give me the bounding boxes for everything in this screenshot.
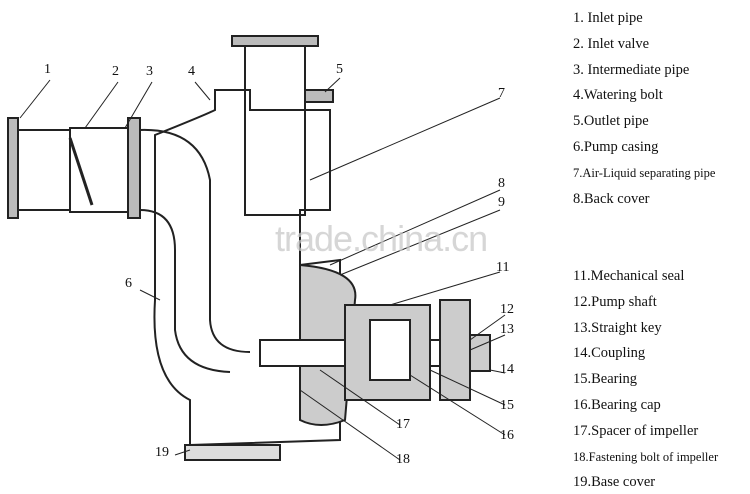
legend-item: 6.Pump casing [573, 138, 659, 155]
legend-item: 7.Air-Liquid separating pipe [573, 165, 716, 180]
callout-13: 13 [500, 322, 514, 337]
legend-item: 4.Watering bolt [573, 87, 663, 104]
callout-1: 1 [44, 62, 51, 77]
legend-item: 17.Spacer of impeller [573, 422, 699, 439]
intermediate-pipe [139, 128, 251, 353]
outlet-pipe [244, 39, 306, 216]
callout-2: 2 [112, 64, 119, 79]
callout-3: 3 [146, 64, 153, 79]
callout-19: 19 [155, 445, 169, 460]
callout-4: 4 [188, 64, 195, 79]
legend-item: 18.Fastening bolt of impeller [573, 449, 719, 464]
parts-legend: 1. Inlet pipe 2. Inlet valve 3. Intermed… [573, 7, 750, 494]
legend-item: 14.Coupling [573, 345, 646, 362]
callout-5: 5 [336, 62, 343, 77]
legend-item: 1. Inlet pipe [573, 10, 643, 26]
callout-8: 8 [498, 176, 505, 191]
legend-item-obscured [573, 239, 750, 265]
watermark: trade.china.cn [275, 218, 488, 259]
callout-15: 15 [500, 398, 514, 413]
legend-item-obscured [573, 213, 750, 239]
callout-12: 12 [500, 302, 514, 317]
legend-item: 12.Pump shaft [573, 293, 657, 310]
callout-6: 6 [125, 276, 132, 291]
legend-item: 2. Inlet valve [573, 35, 650, 52]
legend-item: 16.Bearing cap [573, 396, 661, 413]
legend-item: 11.Mechanical seal [573, 267, 685, 284]
callout-18: 18 [396, 452, 410, 467]
callout-17: 17 [396, 417, 410, 432]
legend-item: 8.Back cover [573, 190, 650, 207]
callout-11: 11 [496, 260, 510, 275]
legend-item: 3. Intermediate pipe [573, 61, 690, 78]
legend-item: 5.Outlet pipe [573, 113, 649, 130]
callout-14: 14 [500, 362, 514, 377]
callout-16: 16 [500, 428, 514, 443]
callout-9: 9 [498, 195, 505, 210]
legend-item: 19.Base cover [573, 474, 656, 491]
legend-item: 13.Straight key [573, 319, 662, 336]
callout-7: 7 [498, 86, 505, 101]
legend-item: 15.Bearing [573, 371, 638, 388]
